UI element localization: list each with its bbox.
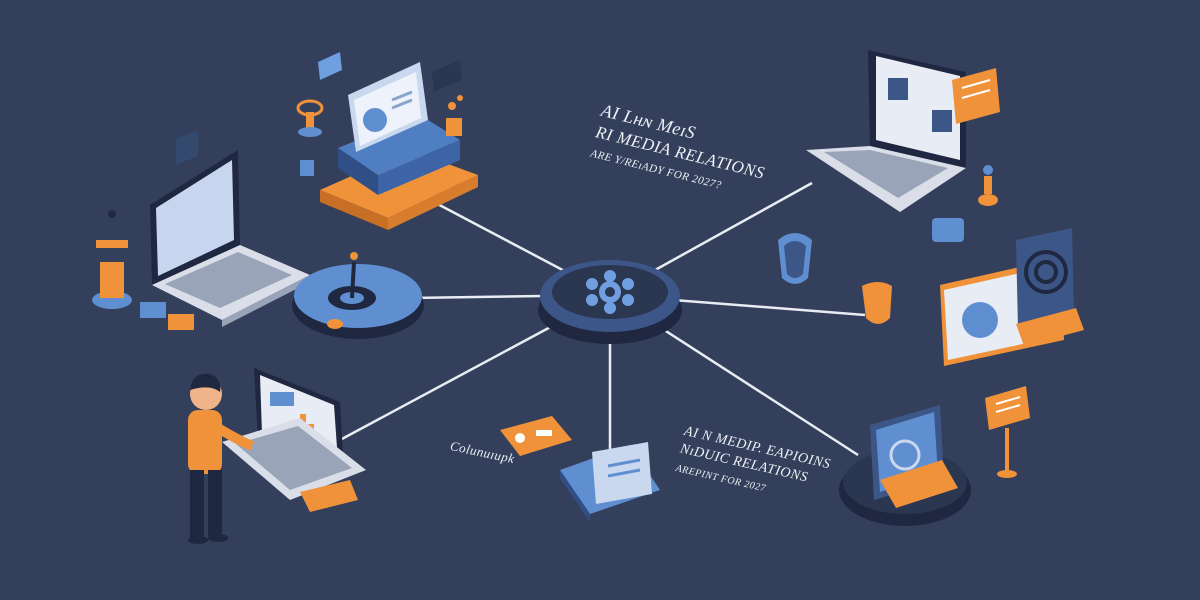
signpost-chat-icon <box>985 386 1030 478</box>
top-right-laptop <box>806 50 966 212</box>
stack-block <box>932 218 964 242</box>
orange-block <box>168 314 194 330</box>
small-beaker-icon <box>300 160 314 176</box>
right-monitor <box>940 228 1084 366</box>
joystick-disk <box>292 252 424 339</box>
trophy-icon <box>92 210 132 309</box>
blue-block <box>140 302 166 318</box>
plant-icon <box>446 95 463 136</box>
document-station <box>318 52 478 230</box>
hub-network-icon <box>586 270 634 314</box>
person-at-laptop <box>188 368 366 544</box>
top-right-chat-icon <box>952 68 1000 124</box>
top-right-lamp-icon <box>978 165 998 206</box>
chat-cards <box>500 416 660 522</box>
central-hub <box>538 260 682 344</box>
blue-shield-icon <box>778 233 812 284</box>
lamp-icon <box>296 99 324 137</box>
orange-shield-icon <box>862 282 892 324</box>
left-laptop <box>150 130 310 327</box>
tablet-disk <box>839 405 971 526</box>
